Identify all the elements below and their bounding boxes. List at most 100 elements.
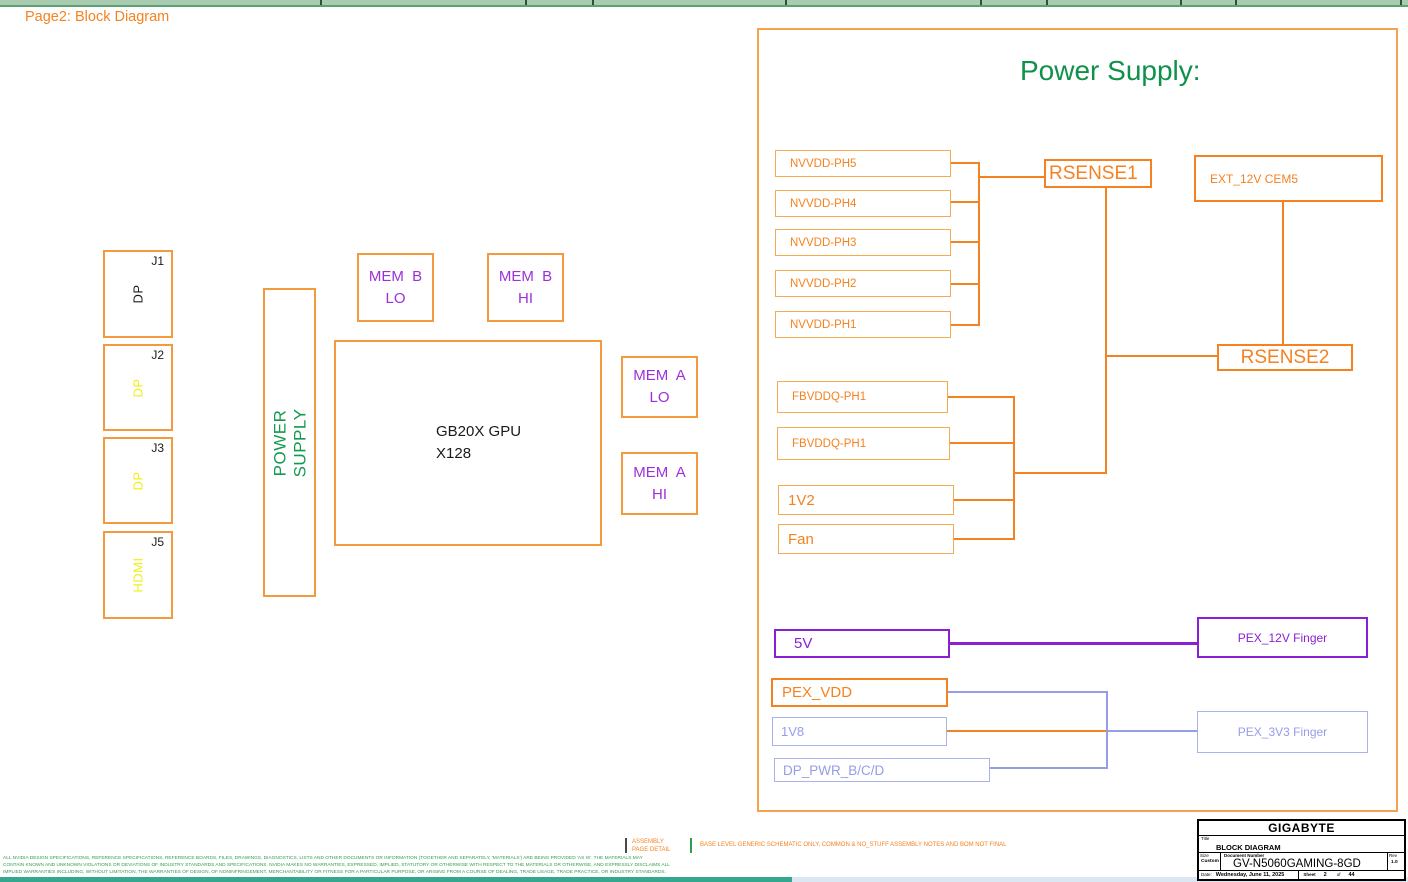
nvvdd-ph5-label: NVVDD-PH5 [790, 157, 857, 170]
wire-rsense1-drop [1105, 188, 1107, 473]
ruler-tick [1180, 0, 1182, 5]
title-block-title: BLOCK DIAGRAM [1216, 843, 1281, 852]
fbvddq-ph1-label-1: FBVDDQ-PH1 [792, 391, 867, 403]
ruler-tick [785, 0, 787, 5]
mem-a-lo-line1: MEM A [633, 367, 686, 385]
wire-fbvddq2-stub [950, 442, 1015, 444]
ruler-tick [980, 0, 982, 5]
nvvdd-ph3-block: NVVDD-PH3 [775, 229, 951, 256]
assembly-divider-right [690, 838, 692, 853]
connector-j2-id: J2 [151, 348, 164, 362]
total-sheets-value: 44 [1348, 872, 1355, 878]
nvvdd-ph1-block: NVVDD-PH1 [775, 311, 951, 338]
wire-ext12v-to-rsense2 [1282, 202, 1284, 344]
assembly-label-line1: ASSEMBLY [632, 839, 664, 845]
ruler-tick [592, 0, 594, 5]
mem-b-lo-block: MEM B LO [357, 253, 434, 322]
connector-j3-label: DP [130, 470, 146, 491]
wire-nvvdd-ph1-stub [951, 324, 980, 326]
rev-value: 1.0 [1391, 860, 1398, 865]
mem-a-lo-line2: LO [649, 389, 670, 406]
sheet-value: 2 [1323, 872, 1327, 878]
top-ruler[interactable] [0, 0, 1408, 7]
ruler-tick [525, 0, 527, 5]
bottom-strip-teal [0, 877, 792, 882]
size-label: Size [1200, 853, 1209, 858]
wire-nvvdd-ph5-stub [951, 162, 980, 164]
connector-j1: J1 DP [103, 250, 173, 338]
title-block: GIGABYTE Title BLOCK DIAGRAM Size Custom… [1197, 819, 1406, 881]
date-label: Date: [1201, 871, 1212, 877]
1v2-label: 1V2 [788, 491, 815, 509]
nvvdd-ph1-label: NVVDD-PH1 [790, 318, 857, 331]
connector-j1-label: DP [130, 284, 146, 304]
mem-b-lo-line2: LO [385, 289, 406, 307]
fbvddq-ph1-block-1: FBVDDQ-PH1 [777, 381, 948, 413]
rsense2-block: RSENSE2 [1217, 344, 1353, 371]
wire-1v8-stub [947, 730, 1106, 732]
disclaimer-line-1: ALL NVIDIA DESIGN SPECIFICATIONS, REFERE… [3, 856, 643, 861]
wire-rsense1-to-rsense2 [1107, 355, 1217, 357]
fbvddq-ph1-block-2: FBVDDQ-PH1 [777, 427, 950, 460]
mem-b-hi-line1: MEM B [498, 267, 553, 285]
5v-label: 5V [794, 635, 813, 652]
pex-12v-finger-label: PEX_12V Finger [1237, 630, 1328, 645]
assembly-divider-left [625, 838, 627, 853]
power-supply-panel [757, 28, 1398, 812]
mem-b-hi-block: MEM B HI [487, 253, 564, 322]
doc-number-label: Document Number [1224, 853, 1265, 858]
power-supply-line2: SUPPLY [289, 408, 309, 477]
wire-dp-pwr-stub [990, 767, 1108, 769]
mem-b-lo-line1: MEM B [368, 267, 423, 285]
mem-a-hi-line1: MEM A [633, 463, 686, 481]
sheet-label: Sheet [1303, 871, 1316, 877]
wire-nvvdd-bus [978, 162, 980, 326]
mem-b-hi-line2: HI [518, 289, 533, 307]
gpu-line1: GB20X GPU [436, 423, 522, 441]
wire-pexvdd-stub [948, 691, 1108, 693]
1v8-label: 1V8 [781, 724, 805, 739]
fan-block: Fan [778, 524, 954, 554]
dp-pwr-block: DP_PWR_B/C/D [774, 758, 990, 782]
pex-3v3-finger-label: PEX_3V3 Finger [1237, 725, 1328, 739]
ext-12v-cem5-block: EXT_12V CEM5 [1194, 155, 1383, 202]
rev-label: Rev [1389, 853, 1398, 858]
title-label: Title [1201, 836, 1210, 841]
connector-j2-label: DP [130, 377, 146, 398]
assembly-label-line2: PAGE DETAIL [632, 846, 671, 853]
wire-nvvdd-ph3-stub [951, 241, 980, 243]
connector-j5-id: J5 [151, 535, 164, 549]
pex-vdd-label: PEX_VDD [782, 684, 853, 701]
page-title: Page2: Block Diagram [25, 9, 170, 25]
rsense2-label: RSENSE2 [1240, 346, 1330, 368]
rsense1-block: RSENSE1 [1044, 159, 1152, 188]
doc-number-value: GV-N5060GAMING-8GD [1233, 858, 1361, 870]
nvvdd-ph4-block: NVVDD-PH4 [775, 190, 951, 217]
connector-j5: J5 HDMI [103, 531, 173, 619]
rsense1-label: RSENSE1 [1049, 162, 1138, 184]
pex-12v-finger-block: PEX_12V Finger [1197, 617, 1368, 658]
connector-j2: J2 DP [103, 344, 173, 431]
dp-pwr-label: DP_PWR_B/C/D [783, 762, 885, 778]
title-block-brand: GIGABYTE [1268, 821, 1335, 835]
nvvdd-ph4-label: NVVDD-PH4 [790, 197, 857, 210]
nvvdd-ph5-block: NVVDD-PH5 [775, 150, 951, 177]
wire-bus-to-pex3v3-finger [1108, 730, 1197, 732]
wire-1v2-stub [954, 499, 1015, 501]
size-value: Custom [1201, 859, 1219, 864]
wire-5v-to-pex12v-finger [950, 642, 1197, 645]
gpu-line2: X128 [436, 445, 472, 462]
connector-j3-id: J3 [151, 441, 164, 455]
power-supply-block: POWER SUPPLY [263, 288, 316, 597]
pex-vdd-block: PEX_VDD [771, 678, 948, 707]
nvvdd-ph3-label: NVVDD-PH3 [790, 236, 857, 249]
fan-label: Fan [788, 530, 814, 548]
disclaimer-line-3: IMPLIED WARRANTIES INCLUDING, WITHOUT LI… [3, 870, 666, 875]
of-label: of [1336, 871, 1341, 877]
mem-a-lo-block: MEM A LO [621, 356, 698, 418]
ruler-tick [1235, 0, 1237, 5]
connector-j3: J3 DP [103, 437, 173, 524]
power-supply-line1: POWER [269, 409, 289, 476]
connector-j1-id: J1 [151, 254, 164, 268]
1v8-block: 1V8 [772, 717, 947, 746]
